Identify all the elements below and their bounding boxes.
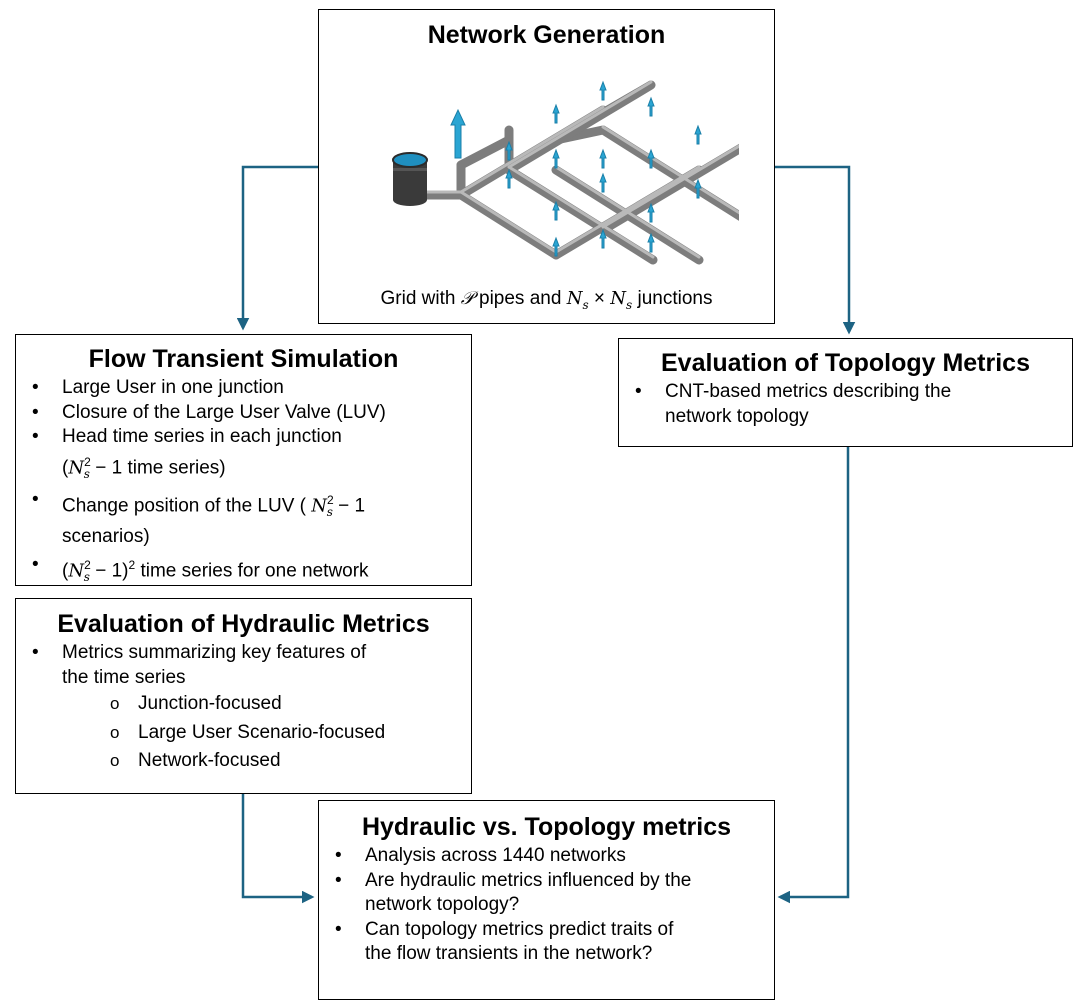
list-item-text: time series for one network	[140, 560, 369, 582]
list-item-text: CNT-based metrics describing the	[665, 381, 952, 402]
list-item-text: Are hydraulic metrics influenced by the	[365, 869, 692, 891]
list-item: Are hydraulic metrics influenced by the …	[319, 869, 774, 918]
network-generation-caption: Grid with 𝒫 pipes and Ns × Ns junctions	[319, 288, 774, 312]
caption-n-symbol: N	[566, 288, 583, 309]
math: N	[68, 560, 85, 582]
math: )	[122, 560, 129, 582]
caption-text: junctions	[632, 288, 713, 309]
math: 2	[327, 493, 334, 508]
network-grid-illustration	[392, 80, 739, 265]
caption-n-symbol: N	[610, 288, 627, 309]
math: − 1	[89, 560, 123, 582]
reservoir-tank-icon	[392, 152, 428, 206]
math: (	[62, 560, 69, 582]
sub-list-item: Large User Scenario-focused	[16, 719, 471, 748]
math: 2	[84, 558, 91, 573]
list-item: CNT-based metrics describing the network…	[619, 380, 1072, 429]
arrow-to-flow-transient	[236, 165, 318, 331]
math: − 1	[332, 495, 366, 517]
flow-transient-title: Flow Transient Simulation	[88, 345, 399, 373]
list-item: Analysis across 1440 networks	[319, 844, 774, 869]
list-item: Change position of the LUV ( N2s − 1 sce…	[16, 488, 471, 549]
list-item-text: time series)	[127, 456, 226, 478]
list-item-text: scenarios)	[62, 525, 150, 547]
math: 2	[84, 454, 91, 469]
list-item: Head time series in each junction (N2s −…	[16, 425, 471, 486]
topology-metrics-title: Evaluation of Topology Metrics	[660, 349, 1030, 377]
caption-sub: s	[626, 297, 633, 312]
math: N	[68, 456, 85, 478]
caption-pipes-symbol: 𝒫	[460, 288, 474, 309]
arrow-topology-to-comparison	[777, 447, 850, 904]
caption-times: ×	[588, 288, 611, 309]
caption-sub: s	[582, 297, 589, 312]
junction-markers	[450, 80, 702, 257]
math: − 1	[89, 456, 123, 478]
list-item-text: the flow transients in the network?	[365, 943, 653, 964]
math: s	[83, 570, 90, 585]
list-item-text: Metrics summarizing key features of	[62, 642, 367, 663]
list-item-text: network topology	[665, 405, 809, 427]
hydraulic-metrics-box: Evaluation of Hydraulic Metrics Metrics …	[15, 598, 472, 794]
list-item: Large User in one junction	[16, 376, 471, 401]
math: 2	[128, 558, 136, 573]
arrow-to-topology	[774, 165, 856, 335]
list-item: Closure of the Large User Valve (LUV)	[16, 401, 471, 426]
network-generation-box: Network Generation	[318, 9, 775, 324]
caption-text: pipes and	[473, 288, 567, 309]
math: s	[83, 466, 90, 481]
sub-list-item: Network-focused	[16, 747, 471, 776]
arrow-hydraulic-to-comparison	[241, 794, 315, 904]
flow-transient-box: Flow Transient Simulation Large User in …	[15, 334, 472, 586]
list-item: Can topology metrics predict traits of t…	[319, 918, 774, 967]
list-item-text: Change position of the LUV (	[62, 495, 306, 517]
math: (	[62, 456, 69, 478]
sub-list-item: Junction-focused	[16, 690, 471, 719]
math: N	[311, 495, 328, 517]
hydraulic-metrics-title: Evaluation of Hydraulic Metrics	[57, 610, 430, 638]
comparison-title: Hydraulic vs. Topology metrics	[361, 813, 732, 841]
math: s	[326, 505, 333, 520]
list-item-text: Head time series in each junction	[62, 426, 342, 447]
list-item: (N2s − 1)2 time series for one network	[16, 553, 471, 590]
topology-metrics-box: Evaluation of Topology Metrics CNT-based…	[618, 338, 1073, 447]
list-item-text: Can topology metrics predict traits of	[365, 918, 674, 940]
network-generation-title: Network Generation	[427, 21, 666, 49]
list-item: Metrics summarizing key features of the …	[16, 641, 471, 690]
list-item-text: the time series	[62, 666, 186, 688]
list-item-text: network topology?	[365, 894, 520, 915]
caption-text: Grid with	[380, 288, 461, 309]
comparison-box: Hydraulic vs. Topology metrics Analysis …	[318, 800, 775, 1000]
